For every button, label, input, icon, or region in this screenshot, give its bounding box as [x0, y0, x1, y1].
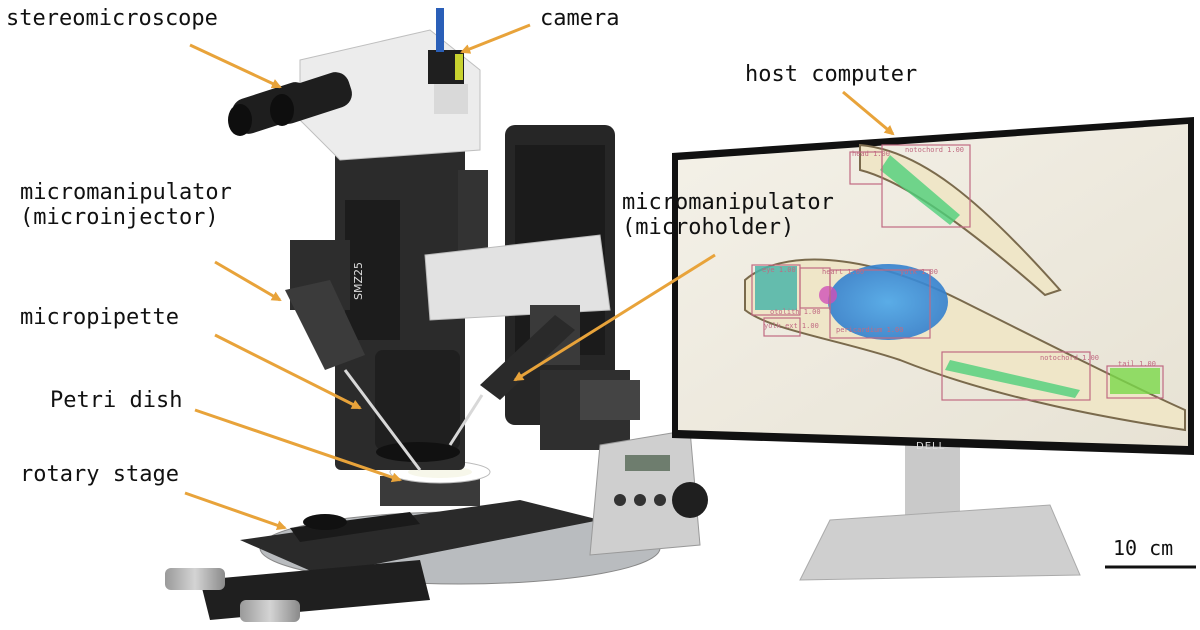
label-petri-dish: Petri dish	[50, 388, 183, 413]
label-micromanipulator-microinjector: micromanipulator (microinjector)	[20, 180, 232, 231]
label-rotary-stage: rotary stage	[20, 462, 179, 487]
controller-unit	[589, 429, 708, 556]
annotation-arrows	[184, 23, 895, 531]
arrow-camera	[460, 23, 531, 54]
label-micromanipulator-microholder-line2: (microholder)	[622, 215, 795, 241]
micromanipulator-microinjector	[285, 240, 422, 471]
arrow-stereomicroscope	[189, 43, 282, 89]
scale-bar-label: 10 cm	[1113, 536, 1174, 560]
label-camera: camera	[540, 6, 620, 31]
rotary-stage	[165, 500, 661, 622]
label-micropipette: micropipette	[20, 305, 179, 330]
arrow-host-computer	[842, 90, 895, 136]
label-stereomicroscope: stereomicroscope	[6, 6, 218, 31]
detection-overlay	[744, 143, 1186, 432]
camera	[428, 8, 468, 114]
micromanipulator-microholder	[448, 305, 640, 450]
label-micromanipulator-microholder: micromanipulator (microholder)	[622, 190, 834, 241]
arrow-microholder	[513, 253, 716, 382]
monitor-brand-logo: DELL	[916, 441, 946, 452]
arrow-microinjector	[214, 260, 282, 302]
arrow-micropipette	[214, 333, 362, 410]
label-host-computer: host computer	[745, 62, 918, 87]
label-micromanipulator-microinjector-line2: (microinjector)	[20, 205, 219, 231]
svg-text:SMZ25: SMZ25	[352, 262, 365, 300]
arrow-petri-dish	[194, 408, 402, 483]
label-micromanipulator-microinjector-line1: micromanipulator	[20, 180, 232, 205]
arrow-rotary-stage	[184, 491, 287, 531]
label-micromanipulator-microholder-line1: micromanipulator	[622, 190, 834, 215]
